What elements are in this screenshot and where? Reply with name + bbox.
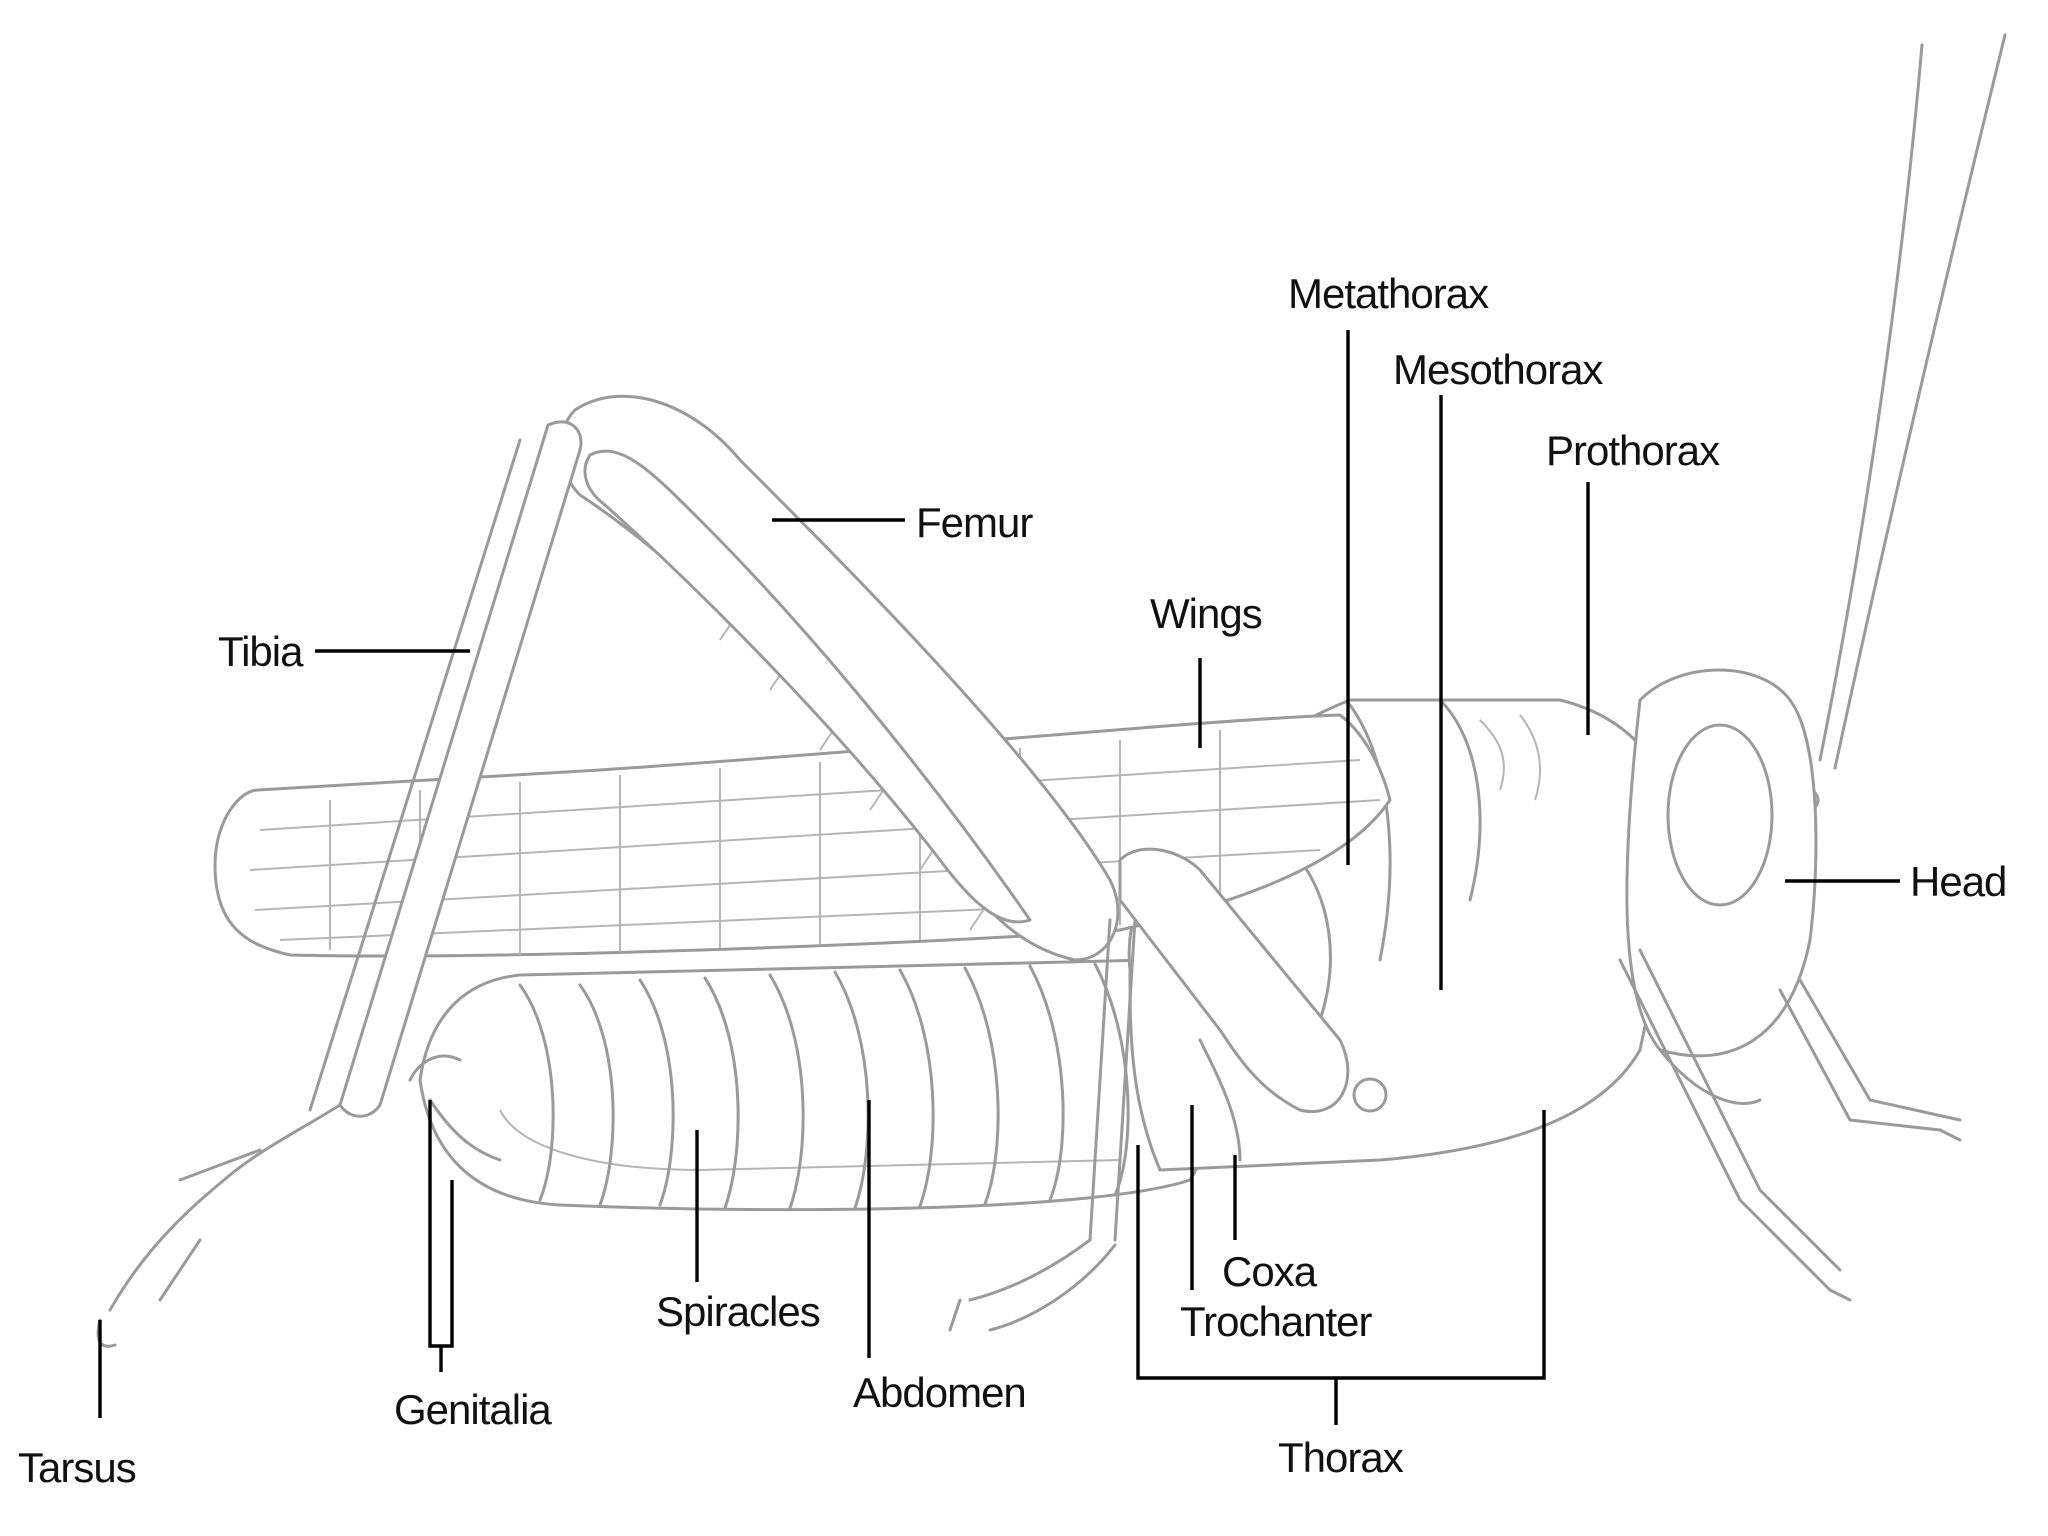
hind-leg	[96, 394, 1120, 1348]
label-wings: Wings	[1150, 590, 1262, 637]
label-spiracles: Spiracles	[656, 1288, 820, 1335]
antennae	[1796, 33, 2007, 812]
leader-lines	[98, 330, 1900, 1425]
label-coxa: Coxa	[1222, 1248, 1318, 1295]
fore-legs	[1618, 948, 1962, 1302]
label-trochanter: Trochanter	[1180, 1298, 1373, 1345]
hind-tibia-shape	[338, 420, 583, 1118]
label-abdomen: Abdomen	[853, 1369, 1026, 1416]
grasshopper-illustration	[96, 33, 2007, 1348]
label-tibia: Tibia	[218, 628, 304, 675]
middle-leg	[948, 847, 1388, 1332]
label-prothorax: Prothorax	[1546, 427, 1720, 474]
thorax-bracket	[1136, 1110, 1546, 1380]
label-genitalia: Genitalia	[394, 1386, 552, 1433]
labels: Metathorax Mesothorax Prothorax Femur Wi…	[18, 270, 2007, 1491]
compound-eye	[1666, 723, 1774, 907]
head-shape	[1625, 668, 1818, 1105]
label-femur: Femur	[916, 499, 1033, 546]
label-mesothorax: Mesothorax	[1393, 346, 1603, 393]
label-metathorax: Metathorax	[1288, 270, 1489, 317]
hind-femur-inner	[583, 449, 1032, 924]
label-head: Head	[1910, 858, 2006, 905]
label-tarsus: Tarsus	[18, 1444, 136, 1491]
label-thorax: Thorax	[1278, 1434, 1404, 1481]
abdomen-shape	[408, 958, 1210, 1212]
